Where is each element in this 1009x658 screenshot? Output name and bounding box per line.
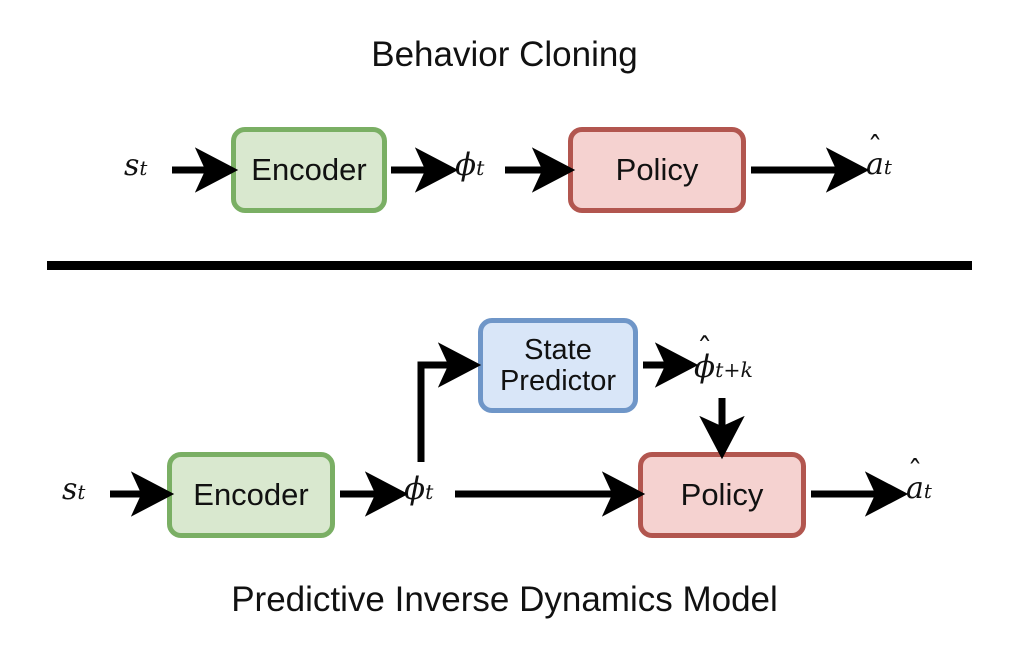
bottom-feature-subscript: t: [425, 480, 434, 504]
panel-divider: [47, 261, 972, 270]
predicted-feature-hat-icon: ˆ: [696, 332, 713, 368]
state-predictor-box[interactable]: State Predictor: [478, 318, 638, 413]
bottom-output-action-subscript: t: [923, 480, 932, 503]
bottom-policy-label: Policy: [680, 476, 764, 512]
bottom-feature-symbol: ϕ: [404, 471, 426, 507]
top-policy-label: Policy: [615, 151, 699, 187]
bottom-panel-title: Predictive Inverse Dynamics Model: [231, 580, 778, 619]
top-input-state-subscript: t: [139, 157, 148, 180]
bottom-input-state-label: st: [62, 475, 85, 505]
top-encoder-label: Encoder: [251, 151, 367, 187]
bottom-input-state-symbol: s: [62, 472, 78, 507]
state-predictor-label: State Predictor: [499, 333, 617, 397]
bottom-encoder-box[interactable]: Encoder: [167, 452, 335, 538]
top-encoder-box[interactable]: Encoder: [231, 127, 387, 213]
bottom-input-state-subscript: t: [77, 481, 86, 504]
bottom-output-hat-icon: ˆ: [907, 455, 923, 490]
top-output-hat-icon: ˆ: [867, 131, 883, 166]
predicted-feature-subscript: t+k: [715, 358, 753, 382]
top-panel-title: Behavior Cloning: [371, 35, 638, 74]
top-feature-symbol: ϕ: [455, 147, 477, 183]
bottom-feature-label: ϕt: [404, 474, 433, 505]
top-policy-box[interactable]: Policy: [568, 127, 746, 213]
top-input-state-symbol: s: [124, 148, 140, 183]
top-output-action-subscript: t: [883, 156, 892, 179]
arrow-feature-to-state-predictor: [417, 342, 482, 462]
bottom-policy-box[interactable]: Policy: [638, 452, 806, 538]
top-input-state-label: st: [124, 151, 147, 181]
top-feature-subscript: t: [476, 156, 485, 180]
bottom-encoder-label: Encoder: [193, 476, 309, 512]
top-feature-label: ϕt: [455, 150, 484, 181]
